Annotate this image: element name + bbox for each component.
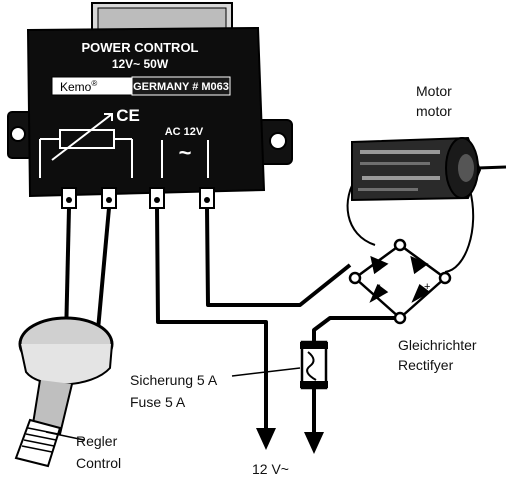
wire-rectifier-ac1 bbox=[205, 207, 352, 307]
motor-label-en: motor bbox=[416, 103, 452, 119]
wire-supply bbox=[155, 207, 268, 430]
mounting-ear-right bbox=[257, 119, 293, 165]
terminal-4 bbox=[199, 187, 215, 209]
motor-shaft bbox=[477, 165, 507, 170]
mounting-ear-left bbox=[7, 111, 33, 159]
rectifier-plus: + bbox=[424, 281, 430, 293]
control-label-en: Control bbox=[76, 455, 121, 471]
motor bbox=[351, 136, 507, 202]
ac-terminal-marks bbox=[161, 140, 209, 178]
arrow-down-left bbox=[256, 428, 276, 450]
control-leader-line bbox=[45, 431, 85, 441]
terminal-1 bbox=[61, 187, 77, 209]
ac-voltage-label: AC 12V bbox=[165, 126, 204, 138]
wire-fuse bbox=[312, 316, 400, 350]
motor-label-de: Motor bbox=[416, 83, 452, 99]
rectifier-label-en: Rectifyer bbox=[398, 357, 454, 373]
arrow-down-right bbox=[304, 432, 324, 454]
supply-voltage-label: 12 V~ bbox=[252, 461, 289, 477]
power-control-module: POWER CONTROL 12V~ 50W Kemo® GERMANY # M… bbox=[26, 26, 266, 209]
fuse bbox=[300, 340, 328, 390]
wire-pot-1 bbox=[64, 207, 71, 339]
fuse-label-de: Sicherung 5 A bbox=[130, 372, 218, 388]
wires bbox=[64, 174, 475, 436]
fuse-label-en: Fuse 5 A bbox=[130, 394, 186, 410]
rectifier-minus: - bbox=[377, 279, 381, 291]
module-rating: 12V~ 50W bbox=[112, 57, 169, 71]
rectifier-label-de: Gleichrichter bbox=[398, 337, 477, 353]
supply-arrows bbox=[256, 428, 324, 454]
knob-shaft bbox=[14, 418, 62, 468]
control-potentiometer bbox=[14, 316, 114, 468]
terminal-3 bbox=[149, 187, 165, 209]
wire-motor-minus bbox=[444, 189, 475, 273]
terminal-2 bbox=[101, 187, 117, 209]
wire-pot-2 bbox=[96, 207, 111, 331]
module-title: POWER CONTROL bbox=[82, 40, 199, 55]
control-label-de: Regler bbox=[76, 433, 118, 449]
fuse-leader-line bbox=[231, 367, 301, 377]
bridge-rectifier: - + bbox=[348, 238, 452, 325]
potentiometer-symbol bbox=[39, 113, 133, 178]
ac-symbol: ~ bbox=[179, 140, 192, 165]
ce-mark: CE bbox=[116, 106, 140, 125]
brand-name: Kemo® bbox=[60, 79, 97, 94]
origin-code: GERMANY # M063 bbox=[133, 81, 229, 93]
